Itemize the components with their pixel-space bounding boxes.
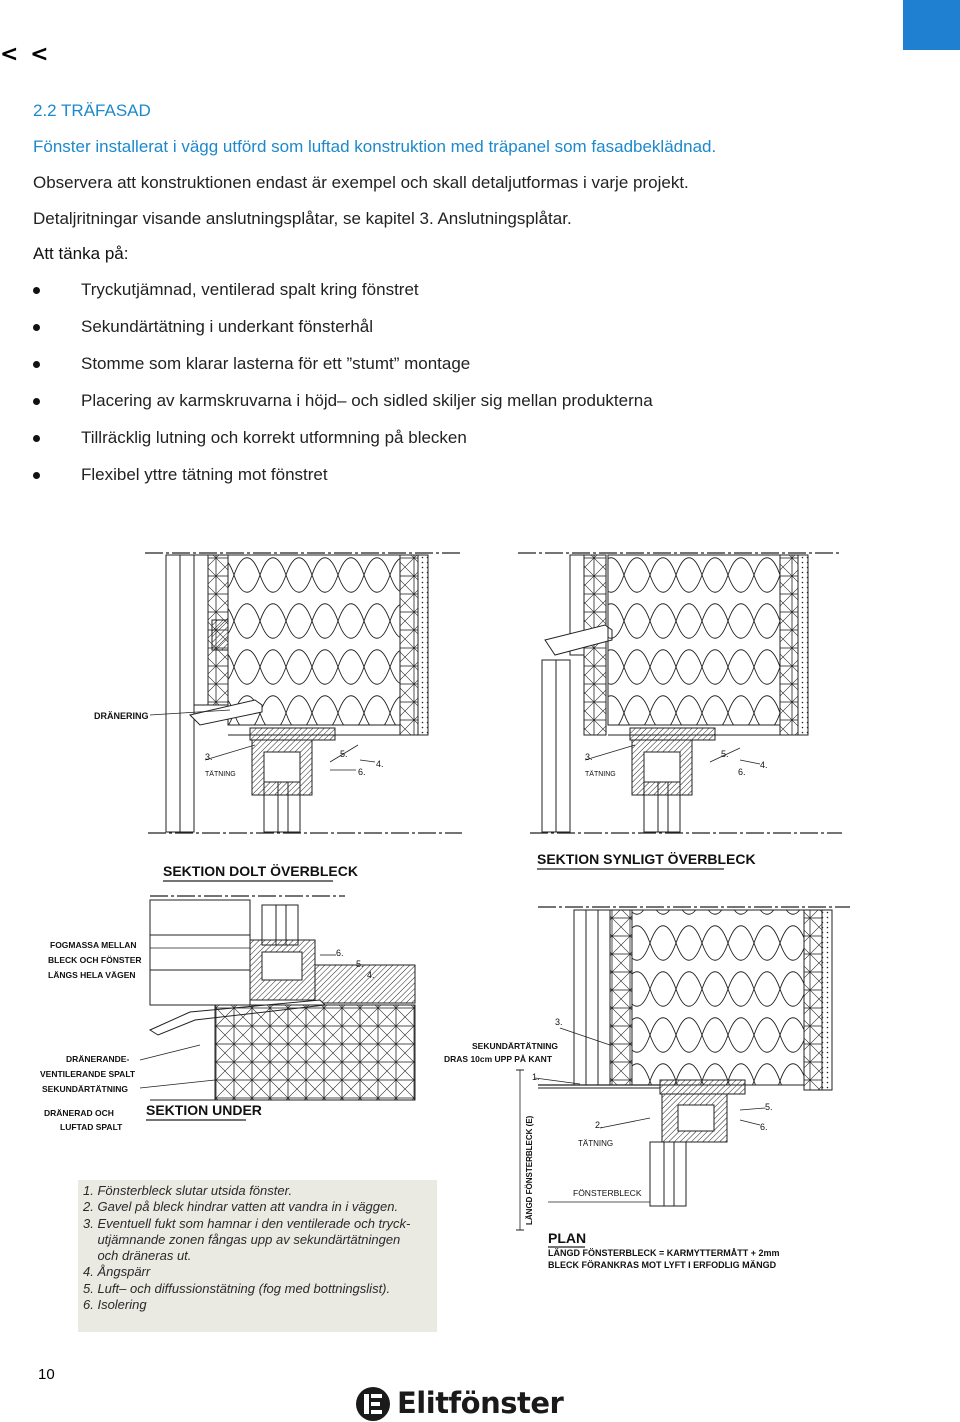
label-fogmassa-1: FOGMASSA MELLAN bbox=[50, 940, 137, 950]
label-3: 3. bbox=[205, 752, 213, 762]
label-5: 5. bbox=[765, 1102, 773, 1112]
label-plan-2: BLECK FÖRANKRAS MOT LYFT I ERFODLIG MÄNG… bbox=[548, 1260, 777, 1270]
drawing-plan: 3. SEKUNDÄRTÄTNING DRAS 10cm UPP PÅ KANT… bbox=[444, 906, 850, 1270]
list-item: Placering av karmskruvarna i höjd– och s… bbox=[33, 391, 653, 428]
label-2: 2. bbox=[595, 1120, 603, 1130]
legend-item: 3. Eventuell fukt som hamnar i den venti… bbox=[83, 1215, 411, 1231]
list-item: Stomme som klarar lasterna för ett ”stum… bbox=[33, 354, 653, 391]
label-fogmassa-2: BLECK OCH FÖNSTER bbox=[48, 955, 142, 965]
label-1: 1. bbox=[532, 1072, 540, 1082]
legend-item: och dräneras ut. bbox=[83, 1248, 192, 1264]
drawing-section-visible-flashing: 3. TÄTNING 5. 6. 4. SEKTION SYNLIGT ÖVER… bbox=[518, 552, 842, 870]
section-subtitle: Fönster installerat i vägg utförd som lu… bbox=[33, 137, 717, 156]
label-4: 4. bbox=[760, 760, 768, 770]
label-langd-vertical: LÄNGD FÖNSTERBLECK (E) bbox=[525, 1115, 534, 1225]
label-tatning: TÄTNING bbox=[578, 1139, 613, 1148]
brand-name: Elitfönster bbox=[397, 1386, 564, 1420]
label-sekundartatning-2: DRAS 10cm UPP PÅ KANT bbox=[444, 1054, 553, 1064]
list-item: Tryckutjämnad, ventilerad spalt kring fö… bbox=[33, 280, 653, 317]
caption-visible-flashing: SEKTION SYNLIGT ÖVERBLECK bbox=[537, 851, 756, 867]
bullet-icon bbox=[33, 435, 40, 442]
label-6: 6. bbox=[738, 767, 746, 777]
list-item: Flexibel yttre tätning mot fönstret bbox=[33, 465, 653, 502]
bullet-icon bbox=[33, 472, 40, 479]
label-5: 5. bbox=[356, 959, 364, 969]
legend-item: 4. Ångspärr bbox=[83, 1264, 151, 1280]
label-dranerande-2: VENTILERANDE SPALT bbox=[40, 1069, 136, 1079]
label-dranerad-2: LUFTAD SPALT bbox=[60, 1122, 123, 1132]
bullet-icon bbox=[33, 324, 40, 331]
note-construction: Observera att konstruktionen endast är e… bbox=[33, 173, 689, 192]
label-tatning: TÄTNING bbox=[205, 770, 236, 778]
label-fonsterbleck: FÖNSTERBLECK bbox=[573, 1188, 642, 1198]
list-item: Sekundärtätning i underkant fönsterhål bbox=[33, 317, 653, 354]
legend-item: 2. Gavel på bleck hindrar vatten att van… bbox=[83, 1199, 399, 1215]
label-3: 3. bbox=[585, 752, 593, 762]
caption-plan: PLAN bbox=[548, 1230, 586, 1246]
legend-item: 1. Fönsterbleck slutar utsida fönster. bbox=[83, 1183, 293, 1198]
consider-heading: Att tänka på: bbox=[33, 244, 129, 263]
caption-hidden-flashing: SEKTION DOLT ÖVERBLECK bbox=[163, 863, 358, 879]
label-sekundartatning-1: SEKUNDÄRTÄTNING bbox=[472, 1041, 558, 1051]
section-title: 2.2 TRÄFASAD bbox=[33, 101, 151, 120]
label-dranerad-1: DRÄNERAD OCH bbox=[44, 1108, 114, 1118]
label-6: 6. bbox=[336, 948, 344, 958]
label-6: 6. bbox=[760, 1122, 768, 1132]
back-nav-link[interactable]: < < bbox=[0, 42, 51, 67]
consider-list: Tryckutjämnad, ventilerad spalt kring fö… bbox=[33, 280, 653, 502]
bullet-icon bbox=[33, 361, 40, 368]
legend-item: utjämnande zonen fångas upp av sekundärt… bbox=[83, 1231, 401, 1247]
elitfonster-logo-icon bbox=[356, 1387, 390, 1421]
label-4: 4. bbox=[376, 759, 384, 769]
label-6: 6. bbox=[358, 767, 366, 777]
label-dranerande-1: DRÄNERANDE- bbox=[66, 1054, 129, 1064]
corner-tab bbox=[903, 0, 960, 50]
page-number: 10 bbox=[38, 1366, 55, 1383]
legend-item: 6. Isolering bbox=[83, 1297, 147, 1313]
caption-section-under: SEKTION UNDER bbox=[146, 1102, 262, 1118]
label-tatning: TÄTNING bbox=[585, 770, 616, 778]
label-plan-1: LÄNGD FÖNSTERBLECK = KARMYTTERMÅTT + 2mm bbox=[548, 1248, 780, 1258]
legend-item: 5. Luft– och diffussionstätning (fog med… bbox=[83, 1280, 391, 1296]
label-sekundartatning: SEKUNDÄRTÄTNING bbox=[42, 1084, 128, 1094]
bullet-icon bbox=[33, 398, 40, 405]
bullet-icon bbox=[33, 287, 40, 294]
label-dranering: DRÄNERING bbox=[94, 711, 149, 721]
label-3: 3. bbox=[555, 1017, 563, 1027]
label-fogmassa-3: LÄNGS HELA VÄGEN bbox=[48, 970, 136, 980]
label-5: 5. bbox=[340, 749, 348, 759]
drawing-section-under: FOGMASSA MELLAN BLECK OCH FÖNSTER LÄNGS … bbox=[40, 895, 416, 1132]
label-5: 5. bbox=[721, 749, 729, 759]
legend-box: 1. Fönsterbleck slutar utsida fönster. 2… bbox=[78, 1180, 437, 1332]
drawing-section-hidden-flashing: DRÄNERING 3. TÄTNING 5. 6. 4. SEKTION DO… bbox=[94, 552, 462, 882]
note-drawings: Detaljritningar visande anslutningsplåta… bbox=[33, 209, 572, 228]
list-item: Tillräcklig lutning och korrekt utformni… bbox=[33, 428, 653, 465]
label-4: 4. bbox=[367, 970, 375, 980]
